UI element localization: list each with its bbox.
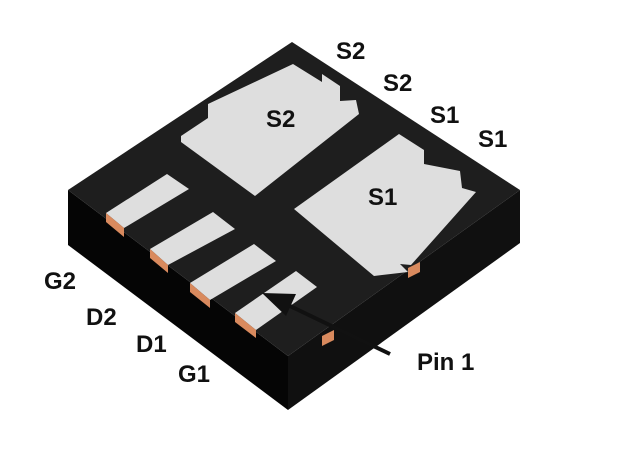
pad-label-s2: S2 — [266, 106, 296, 133]
pad-label-s1: S1 — [368, 184, 398, 211]
copper-nub-right-1 — [408, 262, 420, 278]
pin-label-g1: G1 — [178, 361, 211, 388]
package-front-face — [68, 190, 288, 410]
package-top-face — [68, 42, 520, 356]
pin-label-d2: D2 — [86, 304, 117, 331]
pin-g2 — [106, 174, 189, 228]
pin-d1 — [190, 244, 276, 300]
package-right-face — [288, 190, 520, 410]
pin1-label: Pin 1 — [417, 349, 475, 376]
pin-g1-copper — [235, 313, 256, 338]
s2-large-pad — [181, 64, 359, 196]
pin-d1-copper — [190, 283, 210, 308]
top-pin-label-s1-b: S1 — [478, 126, 508, 153]
top-pin-label-s1-a: S1 — [430, 102, 460, 129]
top-pin-label-s2-b: S2 — [383, 70, 413, 97]
pin-d2-copper — [150, 249, 168, 273]
top-pin-label-s2-a: S2 — [336, 38, 366, 65]
copper-nub-right-2 — [322, 330, 334, 346]
pin1-arrow — [262, 293, 391, 356]
pin-label-d1: D1 — [136, 331, 167, 358]
s1-large-pad — [294, 134, 476, 276]
pin-g2-copper — [106, 213, 124, 237]
pin-d2 — [150, 212, 235, 265]
pin-label-g2: G2 — [44, 268, 77, 295]
